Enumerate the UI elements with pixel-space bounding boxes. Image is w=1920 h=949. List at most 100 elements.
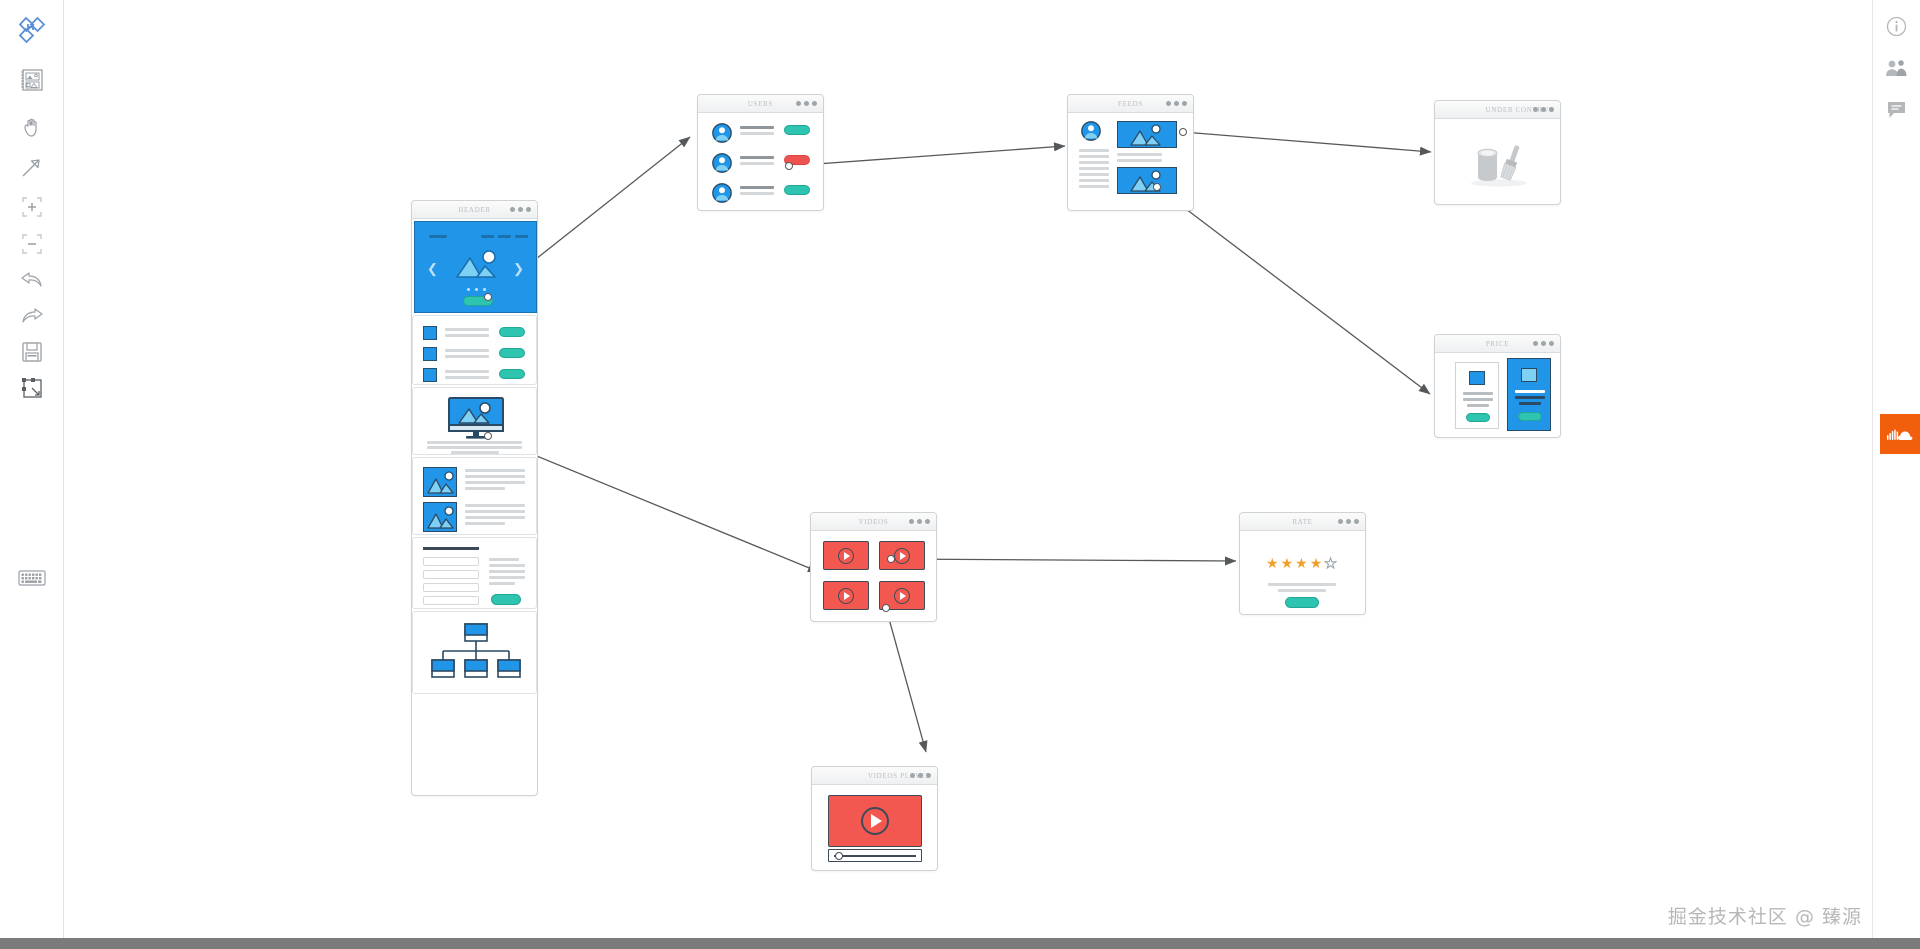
hand-icon[interactable]	[0, 105, 64, 149]
card-titlebar[interactable]: USERS	[698, 95, 823, 113]
star-filled-4[interactable]: ★	[1309, 555, 1323, 571]
media-list-section[interactable]	[412, 457, 537, 535]
video-progress-handle[interactable]	[835, 852, 843, 860]
connector-anchor-users-feeds[interactable]	[785, 162, 793, 170]
connector-anchor-feeds-construction[interactable]	[1179, 128, 1187, 136]
connector-anchor-videos-rate[interactable]	[887, 555, 895, 563]
list-button-3[interactable]	[499, 369, 525, 379]
diagram-canvas[interactable]: HEADER ❮ ❯	[64, 0, 1872, 938]
star-filled-3[interactable]: ★	[1295, 555, 1308, 571]
export-frame-icon[interactable]	[0, 366, 64, 410]
window-dots-icon[interactable]	[1533, 341, 1554, 346]
price-plan-pro[interactable]	[1507, 358, 1551, 431]
connector-anchor-header-users[interactable]	[484, 293, 492, 301]
card-title: PRICE	[1485, 339, 1510, 348]
redo-icon[interactable]	[0, 294, 64, 338]
diamond-logo-icon[interactable]	[0, 8, 64, 52]
feed-image-1[interactable]	[1117, 121, 1177, 148]
media-thumb-2[interactable]	[423, 502, 457, 532]
info-circle-icon[interactable]	[1872, 4, 1920, 48]
card-titlebar[interactable]: FEEDS	[1068, 95, 1193, 113]
carousel-prev-icon[interactable]: ❮	[427, 261, 438, 276]
zoom-out-icon[interactable]	[0, 222, 64, 266]
window-dots-icon[interactable]	[1533, 107, 1554, 112]
form-submit-button[interactable]	[491, 594, 521, 605]
card-body	[811, 531, 936, 622]
monitor-icon	[448, 397, 504, 439]
card-title: UNDER CONTRUC	[1485, 105, 1554, 114]
wireframe-library-icon[interactable]	[0, 58, 64, 102]
video-player-screen[interactable]	[828, 795, 922, 847]
card-titlebar[interactable]: VIDEOS	[811, 513, 936, 531]
comment-icon[interactable]	[1872, 88, 1920, 132]
window-dots-icon[interactable]	[796, 101, 817, 106]
window-dots-icon[interactable]	[510, 207, 531, 212]
card-under-construction[interactable]: UNDER CONTRUC	[1434, 100, 1561, 205]
arrow-pointer-icon[interactable]	[0, 145, 64, 189]
card-titlebar[interactable]: VIDEOS PLAYER	[812, 767, 937, 785]
star-filled-2[interactable]: ★	[1280, 555, 1294, 571]
user-action-button-3[interactable]	[784, 185, 810, 195]
card-users[interactable]: USERS	[697, 94, 824, 211]
card-body	[812, 785, 937, 871]
list-button-2[interactable]	[499, 348, 525, 358]
connector-videos-to-rate	[890, 556, 1237, 566]
card-titlebar[interactable]: RATE	[1240, 513, 1365, 531]
window-dots-icon[interactable]	[910, 773, 931, 778]
connector-anchor-feeds-price[interactable]	[1153, 183, 1161, 191]
feed-image-2[interactable]	[1117, 167, 1177, 194]
floppy-save-icon[interactable]	[0, 330, 64, 374]
card-videos[interactable]: VIDEOS	[810, 512, 937, 622]
card-rate[interactable]: RATE ★ ★ ★ ★ ★	[1239, 512, 1366, 615]
sitemap-section[interactable]	[412, 611, 537, 694]
undo-icon[interactable]	[0, 258, 64, 302]
user-action-button-1[interactable]	[784, 125, 810, 135]
video-tile-1[interactable]	[823, 541, 869, 570]
contact-form-section[interactable]	[412, 537, 537, 609]
feature-list-section[interactable]	[412, 315, 537, 385]
star-filled-1[interactable]: ★	[1266, 555, 1279, 571]
window-dots-icon[interactable]	[909, 519, 930, 524]
connector-anchor-header-videos[interactable]	[484, 432, 492, 440]
card-titlebar[interactable]: UNDER CONTRUC	[1435, 101, 1560, 119]
card-title: FEEDS	[1118, 99, 1143, 108]
card-titlebar[interactable]: PRICE	[1435, 335, 1560, 353]
card-title: RATE	[1292, 517, 1313, 526]
star-rating[interactable]: ★ ★ ★ ★ ★	[1266, 555, 1338, 571]
window-dots-icon[interactable]	[1338, 519, 1359, 524]
video-progress-bar[interactable]	[828, 849, 922, 862]
carousel-next-icon[interactable]: ❯	[513, 261, 524, 276]
media-thumb-1[interactable]	[423, 467, 457, 497]
card-titlebar[interactable]: HEADER	[412, 201, 537, 219]
form-field-4[interactable]	[423, 596, 479, 605]
video-tile-3[interactable]	[823, 581, 869, 610]
rate-submit-button[interactable]	[1285, 597, 1319, 608]
hero-cta-button[interactable]	[463, 296, 493, 306]
price-basic-button[interactable]	[1466, 413, 1490, 422]
form-field-1[interactable]	[423, 557, 479, 566]
card-videos-player[interactable]: VIDEOS PLAYER	[811, 766, 938, 871]
form-field-3[interactable]	[423, 583, 479, 592]
connector-feeds-to-under-construction	[1182, 131, 1432, 156]
video-tile-2[interactable]	[879, 541, 925, 570]
price-plan-basic[interactable]	[1455, 362, 1499, 429]
card-feeds[interactable]: FEEDS	[1067, 94, 1194, 211]
keyboard-icon[interactable]	[0, 556, 64, 600]
form-field-2[interactable]	[423, 570, 479, 579]
list-button-1[interactable]	[499, 327, 525, 337]
card-price[interactable]: PRICE	[1434, 334, 1561, 438]
bottom-bar	[0, 938, 1920, 949]
card-body	[1068, 113, 1193, 211]
avatar-icon	[1081, 121, 1101, 141]
monitor-section[interactable]	[412, 387, 537, 455]
connector-anchor-videos-player[interactable]	[882, 604, 890, 612]
hero-carousel[interactable]: ❮ ❯	[414, 221, 537, 313]
card-header[interactable]: HEADER ❮ ❯	[411, 200, 538, 796]
soundcloud-cloud-icon[interactable]	[1880, 414, 1920, 454]
window-dots-icon[interactable]	[1166, 101, 1187, 106]
people-icon[interactable]	[1872, 46, 1920, 90]
price-pro-button[interactable]	[1518, 412, 1542, 421]
zoom-in-icon[interactable]	[0, 185, 64, 229]
star-empty-5[interactable]: ★	[1324, 555, 1338, 571]
paint-bucket-brush-icon	[1471, 145, 1527, 187]
